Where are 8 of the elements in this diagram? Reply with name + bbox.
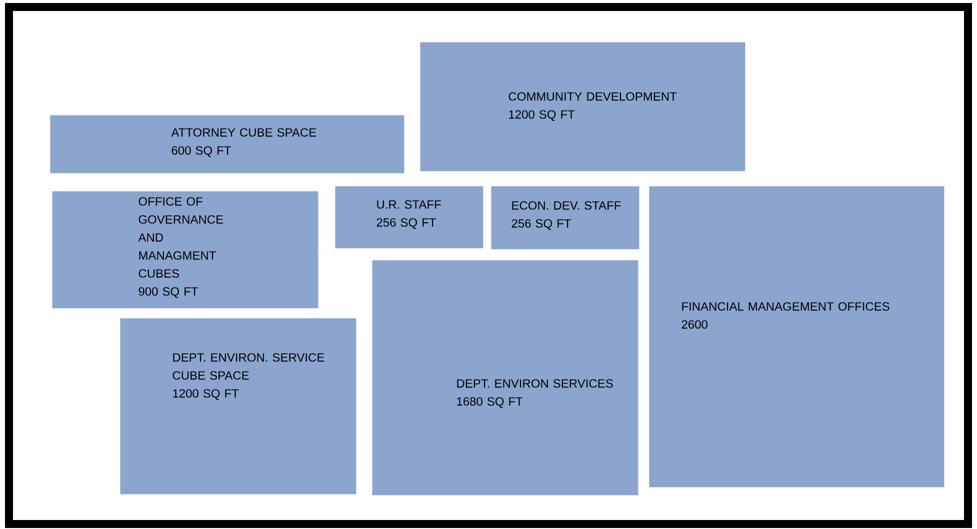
room-box: DEPT. ENVIRON. SERVICE CUBE SPACE 1200 SQ FT bbox=[120, 318, 356, 494]
room-box: COMMUNITY DEVELOPMENT 1200 SQ FT bbox=[420, 42, 746, 172]
room-box: FINANCIAL MANAGEMENT OFFICES 2600 bbox=[649, 186, 944, 488]
room-box: ATTORNEY CUBE SPACE 600 SQ FT bbox=[50, 115, 404, 174]
room-box: ECON. DEV. STAFF 256 SQ FT bbox=[491, 186, 640, 250]
room-box: DEPT. ENVIRON SERVICES 1680 SQ FT bbox=[372, 260, 638, 496]
room-box: OFFICE OF GOVERNANCE AND MANAGMENT CUBES 900 SQ FT bbox=[52, 191, 318, 308]
room-box: U.R. STAFF 256 SQ FT bbox=[335, 186, 484, 248]
